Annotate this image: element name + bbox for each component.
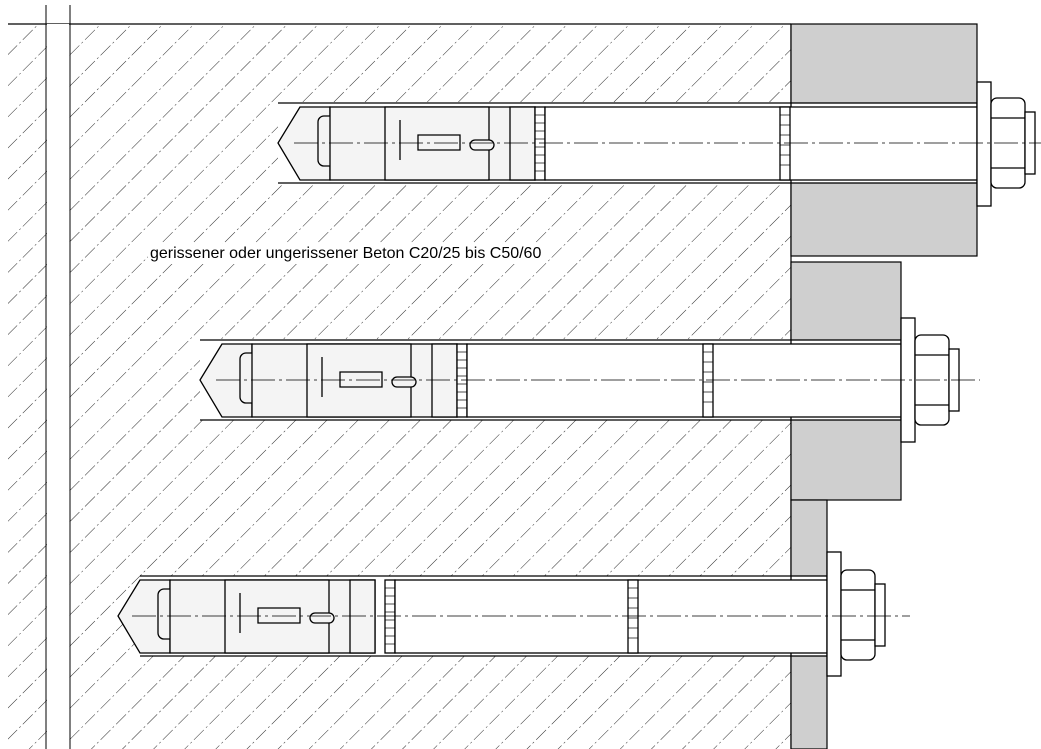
break-lines: [45, 5, 71, 749]
centerlines: [132, 142, 1041, 617]
concrete-grade-label: gerissener oder ungerissener Beton C20/2…: [148, 244, 544, 264]
